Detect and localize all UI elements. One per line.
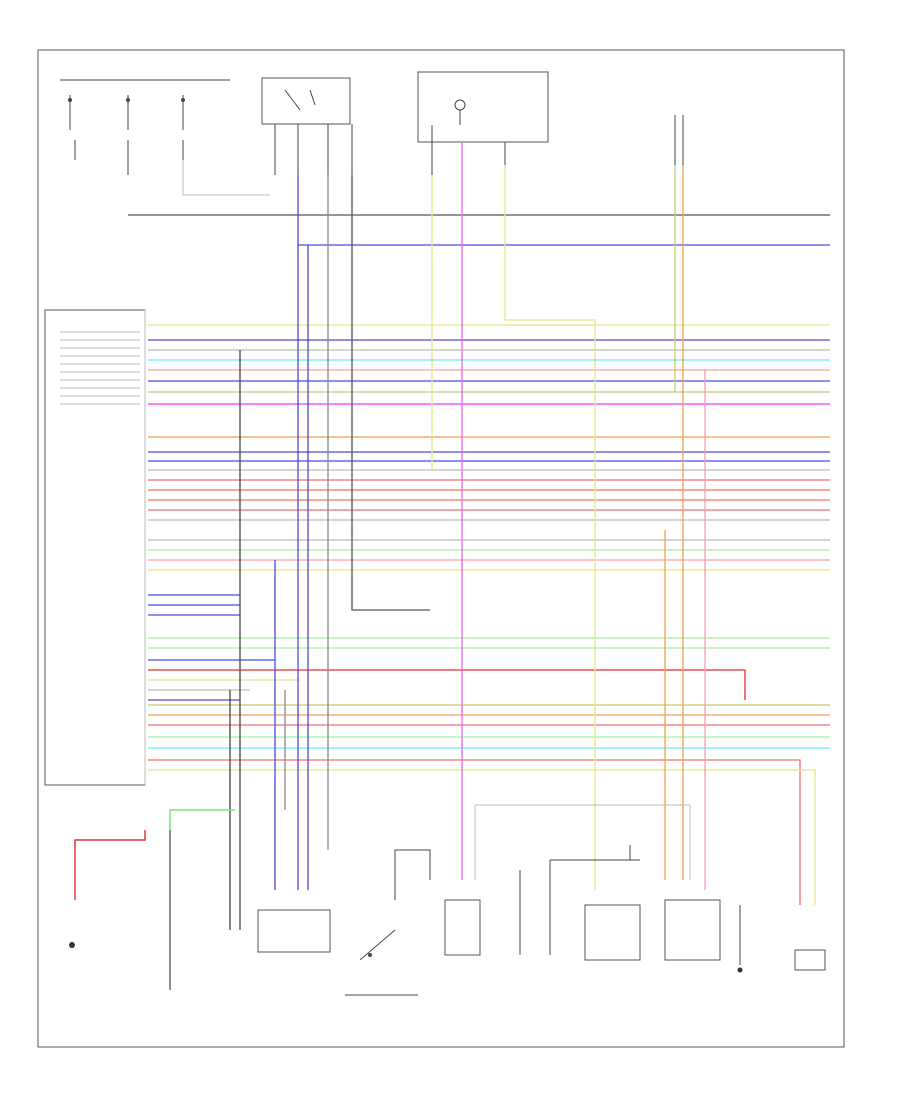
ecm-module bbox=[44, 309, 146, 786]
fuse-block-top-left bbox=[60, 79, 270, 196]
wire-green-lower bbox=[169, 809, 235, 830]
wire-red-bottom-left bbox=[74, 830, 146, 855]
harness-wires bbox=[148, 324, 830, 905]
connector-top-right bbox=[674, 115, 684, 165]
wire-blue-top bbox=[297, 175, 830, 246]
relay-box bbox=[261, 77, 353, 175]
connector-box-top bbox=[417, 71, 549, 175]
diagram-frame bbox=[37, 49, 845, 1048]
ecm-pin-rows bbox=[60, 331, 140, 405]
ground-point-left bbox=[69, 942, 75, 948]
vertical-wires bbox=[229, 142, 706, 930]
bottom-components bbox=[257, 804, 826, 996]
